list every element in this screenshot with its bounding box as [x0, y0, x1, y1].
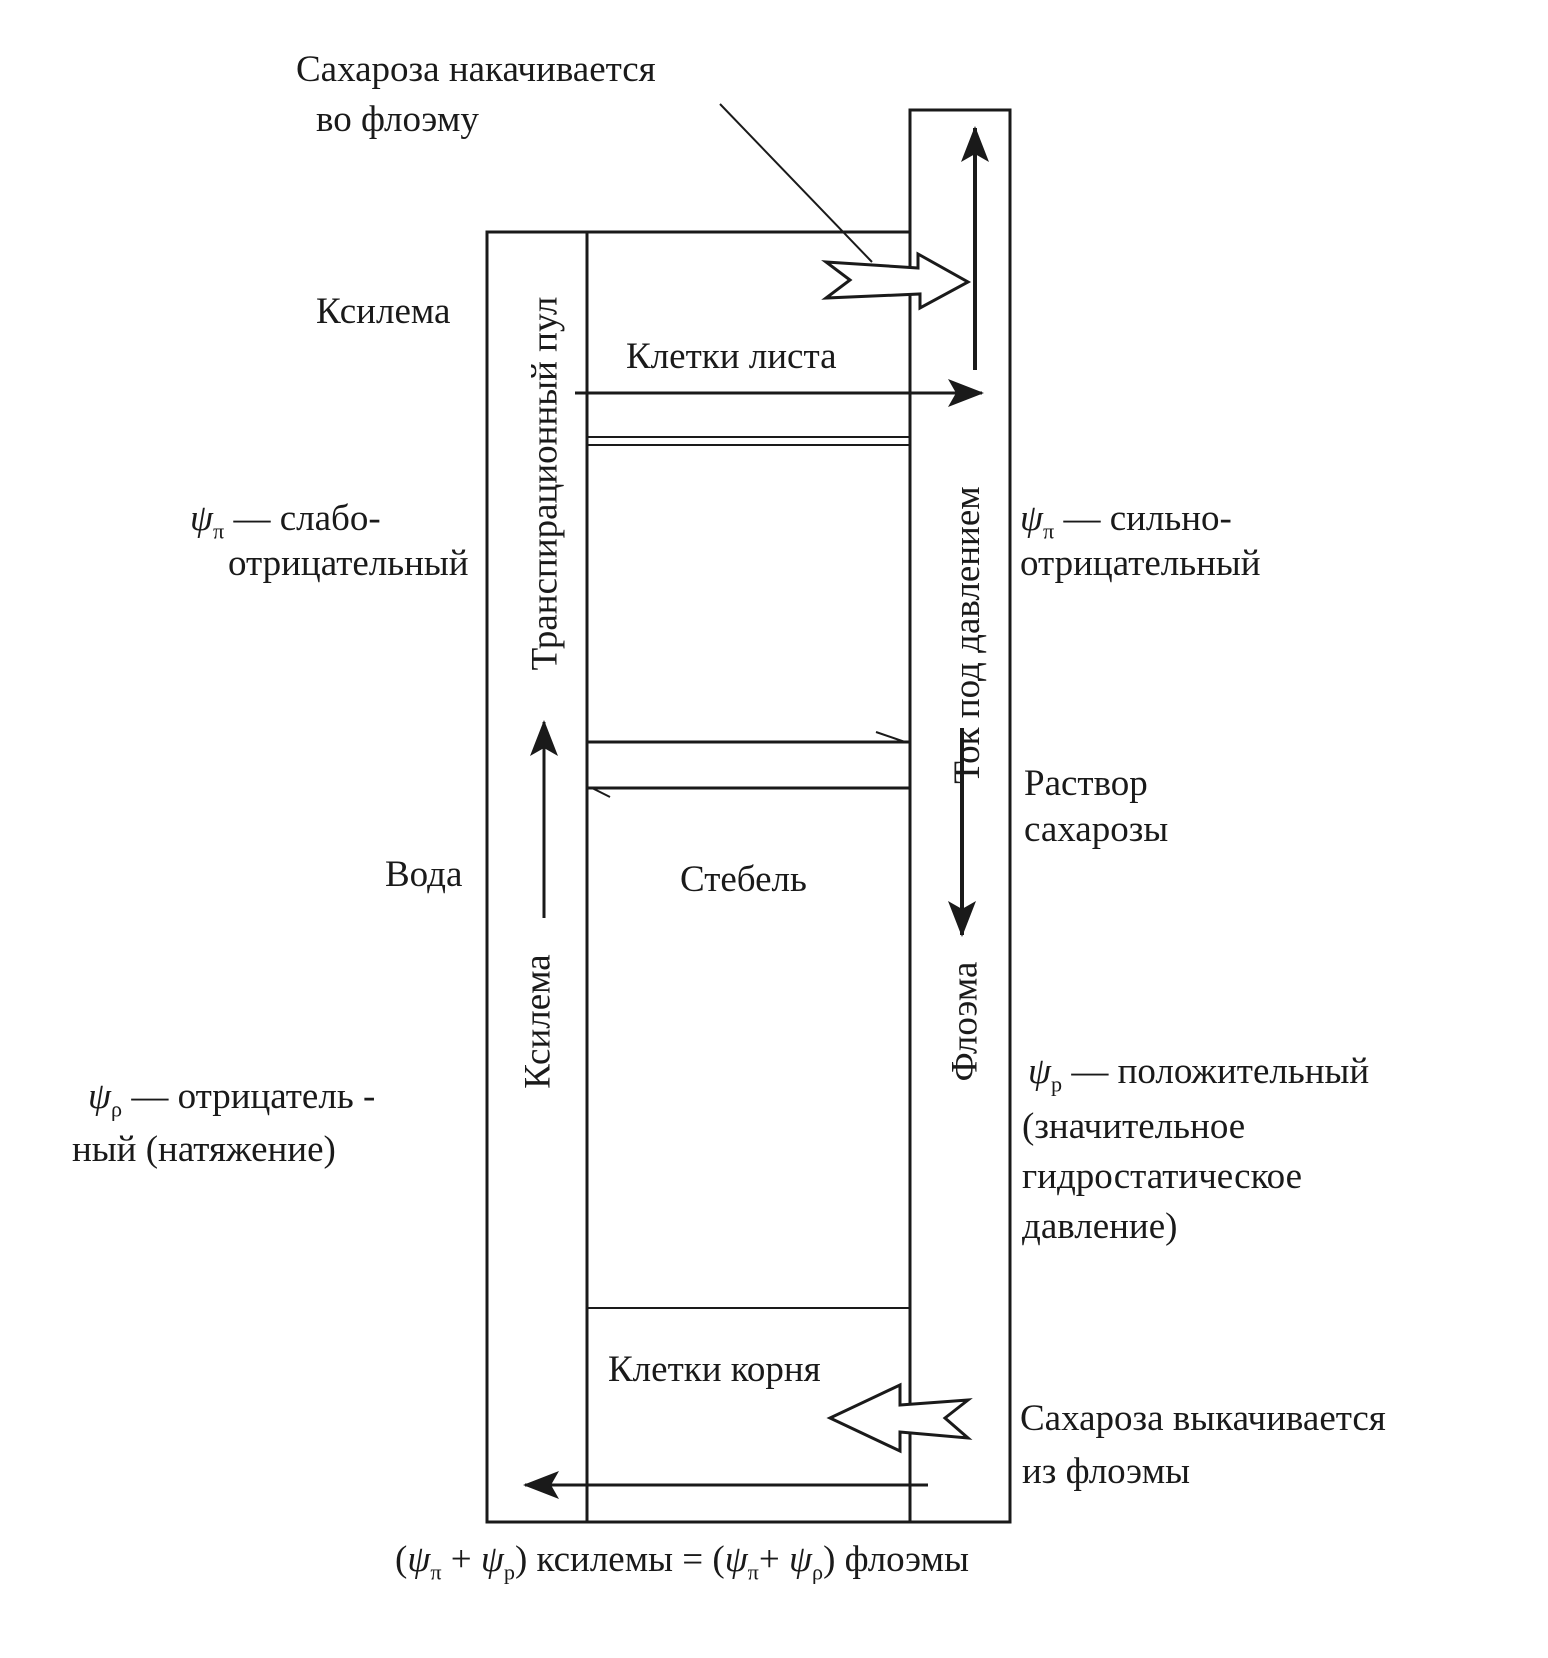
- pi-subscript: π: [212, 518, 225, 544]
- psi-p-left-text-1: — отрицатель -: [131, 1076, 376, 1117]
- rho-subscript: ρ: [811, 1559, 824, 1585]
- sucrose-in-hollow-arrow: [821, 251, 972, 311]
- equation-phloem-text: флоэмы: [844, 1539, 969, 1580]
- p-subscript: p: [503, 1559, 515, 1585]
- transpiration-pool-label: Транспирационный пул: [524, 296, 566, 671]
- sucrose-pumped-out-label-1: Сахароза выкачивается: [1020, 1398, 1386, 1439]
- psi-symbol: ψ: [1020, 498, 1043, 539]
- sucrose-solution-label-2: сахарозы: [1024, 809, 1169, 850]
- psi-p-right-label-2: (значительное: [1022, 1106, 1246, 1147]
- xylem-vertical-label: Ксилема: [517, 954, 559, 1089]
- leaf-cells-label: Клетки листа: [626, 336, 837, 377]
- psi-pi-right-text-1: — сильно-: [1063, 498, 1232, 539]
- equation-xylem-text: ксилемы: [536, 1539, 673, 1580]
- stem-label: Стебель: [680, 859, 807, 900]
- psi-p-right-label: ψp — положительный: [1028, 1050, 1369, 1098]
- xylem-top-label: Ксилема: [316, 291, 451, 332]
- pi-subscript: π: [1042, 518, 1055, 544]
- equation-equals: =: [682, 1539, 704, 1580]
- psi-p-left-label: ψρ — отрицатель -: [88, 1075, 375, 1123]
- root-cells-label: Клетки корня: [608, 1349, 821, 1390]
- psi-pi-right-label-2: отрицательный: [1020, 543, 1261, 584]
- pi-subscript: π: [747, 1559, 759, 1585]
- psi-symbol: ψ: [407, 1539, 431, 1580]
- psi-symbol: ψ: [1028, 1051, 1051, 1092]
- psi-pi-left-label-2: отрицательный: [228, 543, 469, 584]
- pi-subscript: π: [430, 1559, 442, 1585]
- psi-pi-left-text-1: — слабо-: [233, 498, 381, 539]
- stem-arrow-left-head: [591, 787, 611, 798]
- sucrose-pumped-in-label-1: Сахароза накачивается: [296, 49, 656, 90]
- sucrose-solution-label-1: Раствор: [1024, 763, 1148, 804]
- plus-sign: +: [450, 1539, 472, 1580]
- psi-pi-right-label: ψπ — сильно-: [1020, 497, 1232, 545]
- psi-pi-left-label: ψπ — слабо-: [190, 497, 381, 545]
- plus-sign: +: [758, 1539, 780, 1580]
- sucrose-in-pointer-line: [719, 103, 873, 263]
- psi-symbol: ψ: [789, 1539, 812, 1580]
- psi-p-right-label-3: гидростатическое: [1022, 1156, 1303, 1197]
- sucrose-pumped-out-label-2: из флоэмы: [1022, 1451, 1190, 1492]
- sucrose-pumped-in-label-2: во флоэму: [316, 99, 479, 140]
- sucrose-out-hollow-arrow: [826, 1382, 973, 1454]
- stem-arrow-right-head: [875, 731, 906, 743]
- water-potential-equation: (ψπ + ψp) ксилемы = (ψπ+ ψρ) флоэмы: [395, 1539, 969, 1585]
- psi-symbol: ψ: [480, 1539, 504, 1580]
- psi-p-left-label-2: ный (натяжение): [72, 1129, 336, 1170]
- psi-symbol: ψ: [724, 1539, 748, 1580]
- phloem-column: [908, 108, 1012, 1524]
- psi-p-right-label-4: давление): [1022, 1206, 1178, 1247]
- psi-p-right-text-1: — положительный: [1071, 1051, 1370, 1092]
- psi-symbol: ψ: [88, 1076, 111, 1117]
- phloem-vertical-label: Флоэма: [944, 961, 986, 1082]
- p-subscript: p: [1050, 1071, 1063, 1097]
- water-label: Вода: [385, 854, 463, 895]
- psi-symbol: ψ: [190, 498, 213, 539]
- rho-subscript: ρ: [110, 1096, 123, 1122]
